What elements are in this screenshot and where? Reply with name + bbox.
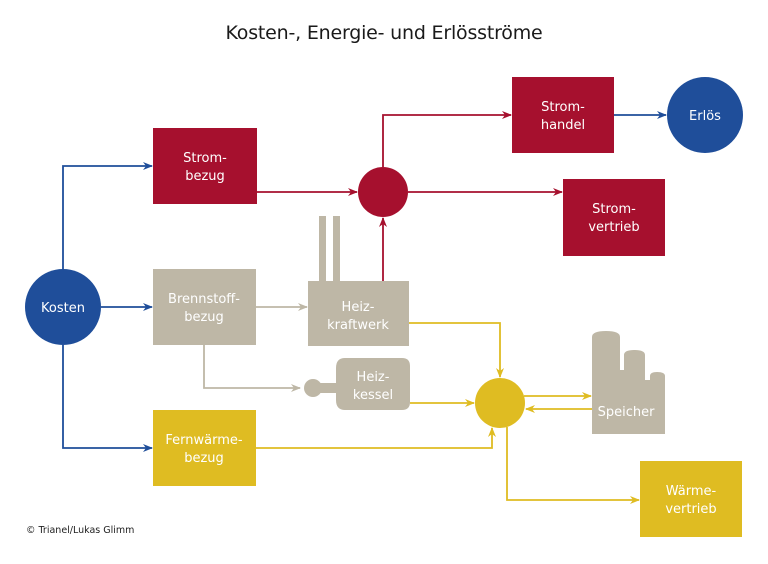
brennstoffbezug-label-line2: bezug [184, 310, 224, 325]
edge-kosten-fernwaermebezug [62, 345, 153, 452]
brennstoffbezug-label-line1: Brennstoff- [168, 292, 240, 307]
fernwaermebezug-label-line2: bezug [184, 451, 224, 466]
node-stromhandel: Strom- handel [512, 77, 614, 153]
node-stromvertrieb: Strom- vertrieb [563, 179, 665, 256]
chimney-icon [319, 216, 326, 282]
kosten-label: Kosten [41, 301, 85, 316]
erloes-label: Erlös [689, 109, 721, 124]
edge-fernwaerme-waermeknoten [256, 427, 496, 449]
stromvertrieb-label-line1: Strom- [592, 202, 636, 217]
node-brennstoffbezug: Brennstoff- bezug [153, 269, 256, 345]
node-strombezug: Strom- bezug [153, 128, 257, 204]
stromhandel-box [512, 77, 614, 153]
stromhandel-label-line1: Strom- [541, 100, 585, 115]
boiler-neck [313, 383, 339, 393]
speicher-label: Speicher [598, 405, 655, 420]
heizkessel-body [336, 358, 410, 410]
edge-stromknoten-stromhandel [382, 111, 512, 167]
heizkraftwerk-label-line1: Heiz- [342, 300, 375, 315]
strom-hub [358, 167, 408, 217]
fernwaermebezug-box [153, 410, 256, 486]
strombezug-label-line2: bezug [185, 169, 225, 184]
node-heizkraftwerk: Heiz- kraftwerk [308, 216, 409, 346]
speicher-shape [592, 331, 665, 434]
edge-heizkraftwerk-waermeknoten [409, 322, 504, 378]
heizkraftwerk-label-line2: kraftwerk [327, 318, 389, 333]
node-waermevertrieb: Wärme- vertrieb [640, 461, 742, 537]
strombezug-label-line1: Strom- [183, 151, 227, 166]
node-heizkessel: Heiz- kessel [304, 358, 410, 410]
stromhandel-label-line2: handel [541, 118, 585, 133]
waerme-hub [475, 378, 525, 428]
node-kosten: Kosten [25, 269, 101, 345]
heizkessel-label-line1: Heiz- [357, 370, 390, 385]
copyright-credit: © Trianel/Lukas Glimm [26, 525, 135, 536]
node-speicher: Speicher [592, 331, 665, 434]
stromvertrieb-box [563, 179, 665, 256]
fernwaermebezug-label-line1: Fernwärme- [165, 433, 242, 448]
node-erloes: Erlös [667, 77, 743, 153]
edge-waermeknoten-waermevertrieb [506, 427, 640, 504]
waermevertrieb-box [640, 461, 742, 537]
brennstoffbezug-box [153, 269, 256, 345]
strombezug-box [153, 128, 257, 204]
erloes-circle [667, 77, 743, 153]
edge-kosten-strombezug [62, 162, 153, 270]
heizkraftwerk-box [308, 281, 409, 346]
diagram-title: Kosten-, Energie- und Erlösströme [225, 22, 543, 44]
stromvertrieb-label-line2: vertrieb [588, 220, 639, 235]
kosten-circle [25, 269, 101, 345]
waermevertrieb-label-line2: vertrieb [665, 502, 716, 517]
waermevertrieb-label-line1: Wärme- [666, 484, 717, 499]
edge-brennstoff-heizkessel [203, 345, 301, 392]
node-fernwaermebezug: Fernwärme- bezug [153, 410, 256, 486]
chimney-icon [333, 216, 340, 282]
heizkessel-label-line2: kessel [353, 388, 393, 403]
